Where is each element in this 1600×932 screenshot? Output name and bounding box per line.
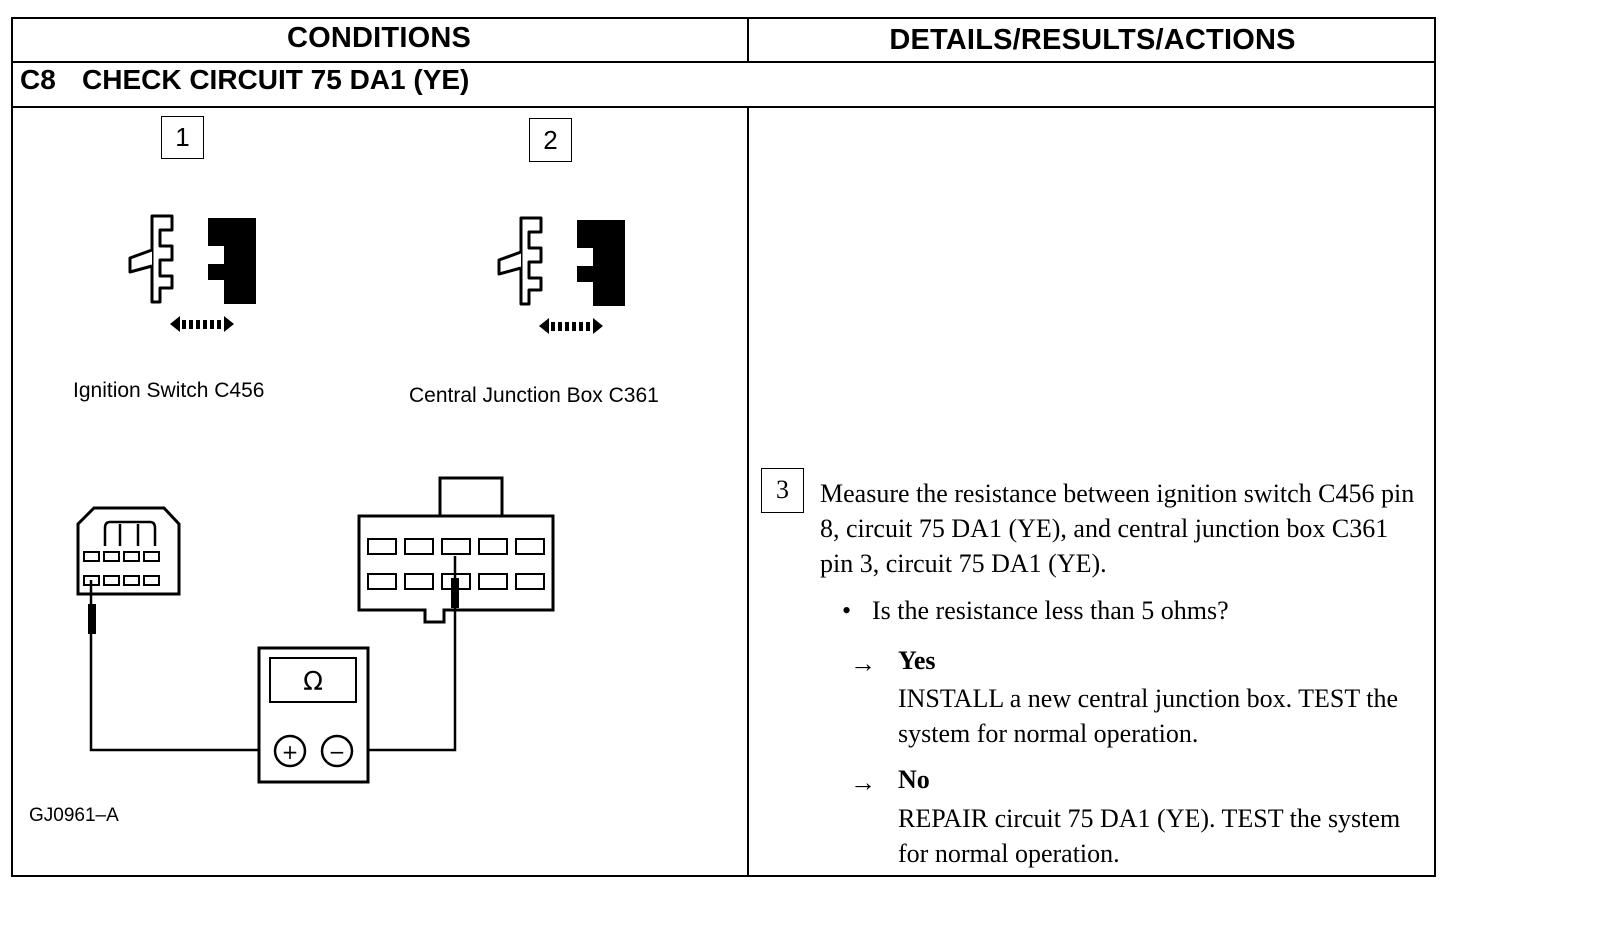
ohmmeter-icon: Ω + − <box>257 646 370 784</box>
diagnostic-table <box>11 17 1436 877</box>
callout-1: 1 <box>161 116 204 159</box>
action-step-number: 3 <box>761 468 804 513</box>
figure-reference: GJ0961–A <box>29 805 119 826</box>
test-leads <box>88 556 459 752</box>
disconnect-connector-icon <box>128 214 256 332</box>
ohm-symbol: Ω <box>303 667 323 697</box>
conditions-header: CONDITIONS <box>286 22 472 54</box>
step-divider <box>11 106 1436 108</box>
ignition-switch-connector <box>76 506 181 596</box>
plus-terminal: + <box>282 740 299 764</box>
arrow-icon: → <box>850 768 876 797</box>
instruction-text: Measure the resistance between ignition … <box>820 479 1415 578</box>
yes-action-text: INSTALL a new central junction box. TEST… <box>898 684 1398 748</box>
no-label: No <box>898 765 930 794</box>
no-action-text: REPAIR circuit 75 DA1 (YE). TEST the sys… <box>898 804 1401 868</box>
caption-junction-box: Central Junction Box C361 <box>409 384 659 407</box>
caption-ignition-switch: Ignition Switch C456 <box>73 379 265 402</box>
step-title-text: CHECK CIRCUIT 75 DA1 (YE) <box>82 64 470 95</box>
yes-label: Yes <box>898 646 936 675</box>
question: • Is the resistance less than 5 ohms? <box>842 596 1229 626</box>
disconnect-connector-icon <box>497 216 625 334</box>
bullet-icon: • <box>842 596 852 625</box>
callout-2: 2 <box>529 118 572 162</box>
minus-terminal: − <box>329 740 346 764</box>
column-divider-body <box>747 106 749 877</box>
arrow-icon: → <box>850 649 876 678</box>
column-divider-top <box>747 17 749 63</box>
header-divider <box>11 61 1436 63</box>
question-text: Is the resistance less than 5 ohms? <box>872 596 1229 625</box>
step-title: C8 CHECK CIRCUIT 75 DA1 (YE) <box>20 64 469 96</box>
details-header: DETAILS/RESULTS/ACTIONS <box>889 24 1296 56</box>
step-number: C8 <box>20 64 56 95</box>
